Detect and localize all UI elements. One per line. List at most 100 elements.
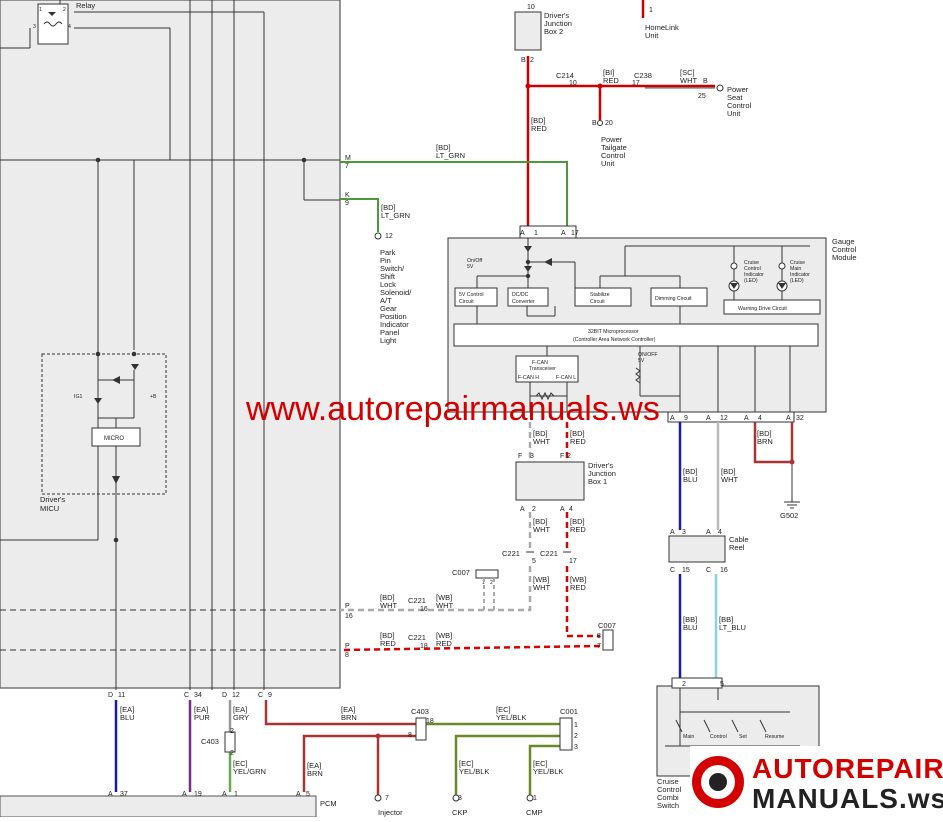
conn-bottom-letter: D: [222, 692, 227, 699]
djb1-label: Junction: [588, 469, 616, 478]
wire-label: [BD]: [531, 116, 546, 125]
c403-pin: 8: [408, 732, 412, 739]
park-label: Indicator: [380, 320, 409, 329]
djb1-box: [515, 461, 585, 501]
wire-label: RED: [436, 639, 452, 648]
wire-label: [BD]: [533, 517, 548, 526]
switch-contact-icon: [759, 719, 767, 733]
c001-label: C001: [560, 707, 578, 716]
switch-contact-icon: [675, 719, 683, 733]
wire-label: WHT: [533, 525, 550, 534]
pcm-conn: A: [296, 791, 301, 798]
pcm-pin: 37: [120, 791, 128, 798]
wire-label: [EA]: [120, 705, 134, 714]
unit-pin: 3: [458, 795, 462, 802]
wire-label: WHT: [680, 76, 697, 85]
wire-label: WHT: [533, 583, 550, 592]
warning-drive-label: Warning Drive Circuit: [738, 306, 787, 312]
cable-reel-conn: C: [706, 567, 711, 574]
relay-contact-icon: [48, 12, 56, 16]
wire-label: [WB]: [436, 631, 452, 640]
relay-label: Relay: [76, 1, 95, 10]
unit-label: Injector: [378, 808, 403, 817]
resistor-icon: [730, 262, 738, 270]
wire-label: [EA]: [341, 705, 355, 714]
resistor-icon: [635, 367, 641, 384]
switch-contact-icon: [703, 719, 711, 733]
c403-pin: 2: [230, 750, 234, 757]
conn-p-pin: 8: [345, 652, 349, 659]
c007r-pin: 8: [597, 633, 601, 640]
gauge-label: Module: [832, 253, 857, 262]
djb1-top-pin: 3: [530, 453, 534, 460]
wire-label: LT_BLU: [719, 623, 746, 632]
wire-label: RED: [380, 639, 396, 648]
park-label: Panel: [380, 328, 400, 337]
wire-ec-yel-blk-2: [454, 734, 560, 795]
conn-p-letter: P: [345, 603, 350, 610]
gauge-pin-conn: A: [520, 230, 525, 237]
wire-label: BRN: [307, 769, 323, 778]
junction-dot: [525, 273, 531, 279]
microprocessor-box: [453, 323, 819, 347]
djb2-label: Box 2: [544, 27, 563, 36]
dimming-box: [650, 287, 708, 307]
wire-label: PUR: [194, 713, 210, 722]
relay-pin: 1: [39, 7, 42, 13]
wire-label: YEL/GRN: [233, 767, 266, 776]
pseat-pin: 25: [698, 93, 706, 100]
wire-label: RED: [603, 76, 619, 85]
gauge-bottom-connector: [667, 411, 795, 423]
djb2-pin-bot: 2: [530, 57, 534, 64]
conn-bottom-pin: 11: [118, 692, 125, 699]
led-icon: [730, 283, 738, 289]
wire-label: GRY: [233, 713, 249, 722]
cruise-main-label: Main: [790, 266, 801, 272]
conn-bottom-letter: C: [184, 692, 189, 699]
5v-control-label: Circuit: [459, 299, 474, 305]
conn-m-pin: 7: [345, 163, 349, 170]
park-label: Position: [380, 312, 407, 321]
g502-label: G502: [780, 511, 798, 520]
c001-pin: 2: [574, 733, 578, 740]
wire-bd-red-h: [339, 644, 601, 652]
wire-label: [BD]: [757, 429, 772, 438]
relay-pin: 3: [33, 24, 36, 30]
djb1-top-pin: 2: [567, 453, 571, 460]
cable-reel-conn: C: [670, 567, 675, 574]
cruise-main-label: Cruise: [790, 260, 805, 266]
5v-control-box: [454, 287, 498, 307]
wire-label: [BD]: [721, 467, 736, 476]
cruise-main-label: Indicator: [790, 272, 810, 278]
djb2-conn-bot: B: [521, 57, 526, 64]
djb2-box: [514, 11, 542, 51]
connector-icon: [716, 84, 724, 92]
c007-label: C007: [452, 568, 470, 577]
c221-label: C221: [408, 596, 426, 605]
wire-bd-lt-grn-2: [340, 198, 379, 232]
c007-top-connector: [475, 569, 499, 579]
connector-icon: [597, 120, 603, 126]
stabilize-box: [574, 287, 632, 307]
wire-label: [WB]: [436, 593, 452, 602]
fcan-label: F-CAN: [532, 360, 548, 366]
fcan-h-label: F-CAN H: [518, 375, 539, 381]
warning-drive-box: [723, 299, 821, 315]
plus-b-label: +B: [150, 394, 157, 400]
ptail-conn: B: [592, 120, 597, 127]
conn-bottom-letter: C: [258, 692, 263, 699]
wire-label: [EA]: [307, 761, 321, 770]
switch-contact-icon: [731, 719, 739, 733]
conn-k-pin: 9: [345, 200, 349, 207]
wire-label: [EC]: [233, 759, 248, 768]
wire-bd-lt-grn: [340, 161, 568, 230]
wire-label: YEL/BLK: [533, 767, 563, 776]
dcdc-label: Converter: [512, 299, 535, 305]
c221-pin: 18: [420, 643, 428, 650]
c214-label: C214: [556, 71, 574, 80]
junction-dot: [95, 157, 101, 163]
pcm-conn: A: [108, 791, 113, 798]
gauge-top-connector: [519, 225, 577, 239]
conn-m-letter: M: [345, 155, 351, 162]
gauge-pin: 1: [534, 230, 538, 237]
